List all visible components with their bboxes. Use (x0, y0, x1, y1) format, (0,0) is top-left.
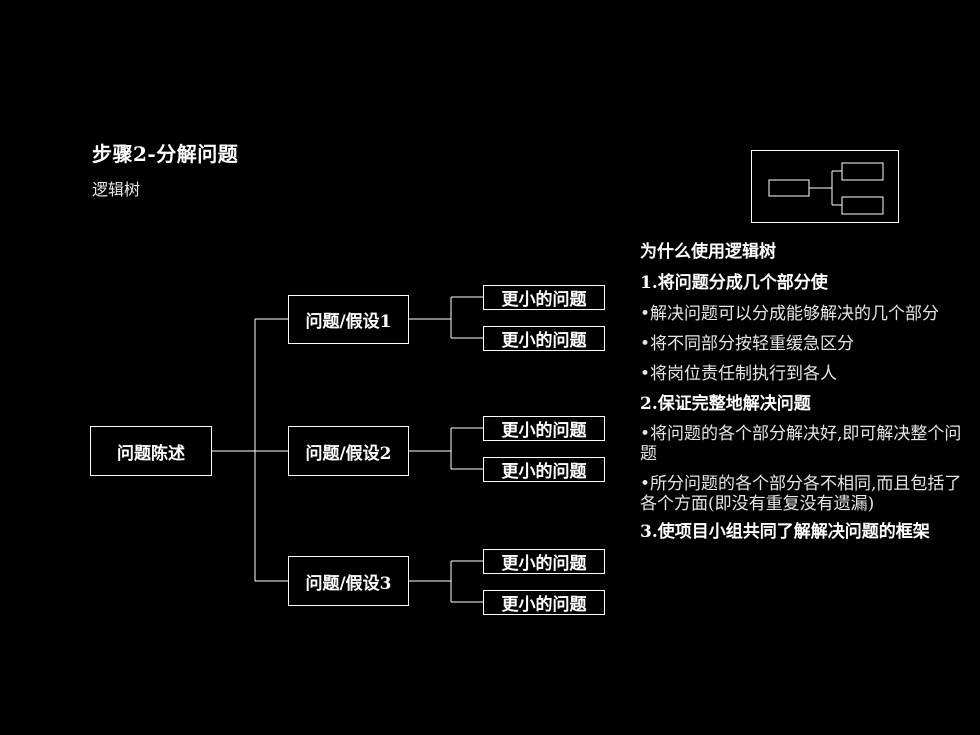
panel-point-3: 3.使项目小组共同了解解决问题的框架 (640, 522, 930, 542)
panel-bullet-5: •所分问题的各个部分各不相同,而且包括了各个方面(即没有重复没有遗漏) (640, 474, 962, 514)
panel-bullet-4: •将问题的各个部分解决好,即可解决整个问题 (640, 424, 962, 464)
branch-node-2: 问题/假设2 (288, 426, 409, 476)
leaf-node-2-1: 更小的问题 (483, 416, 605, 441)
leaf-node-1-1: 更小的问题 (483, 285, 605, 310)
panel-point-2: 2.保证完整地解决问题 (640, 394, 811, 414)
branch-node-3: 问题/假设3 (288, 556, 409, 606)
panel-point-1: 1.将问题分成几个部分使 (640, 273, 828, 293)
branch-node-1: 问题/假设1 (288, 295, 409, 344)
page-subtitle: 逻辑树 (92, 180, 141, 199)
panel-bullet-2: •将不同部分按轻重缓急区分 (640, 334, 855, 354)
leaf-node-3-1: 更小的问题 (483, 549, 605, 574)
explanation-panel: 为什么使用逻辑树 1.将问题分成几个部分使 •解决问题可以分成能够解决的几个部分… (640, 242, 965, 542)
logic-tree-icon (751, 150, 899, 223)
panel-bullet-1: •解决问题可以分成能够解决的几个部分 (640, 304, 940, 324)
leaf-node-3-2: 更小的问题 (483, 590, 605, 615)
page-title: 步骤2-分解问题 (92, 142, 239, 166)
leaf-node-2-2: 更小的问题 (483, 457, 605, 482)
leaf-node-1-2: 更小的问题 (483, 326, 605, 351)
panel-bullet-3: •将岗位责任制执行到各人 (640, 364, 838, 384)
root-node: 问题陈述 (90, 426, 212, 476)
panel-heading: 为什么使用逻辑树 (640, 242, 776, 262)
